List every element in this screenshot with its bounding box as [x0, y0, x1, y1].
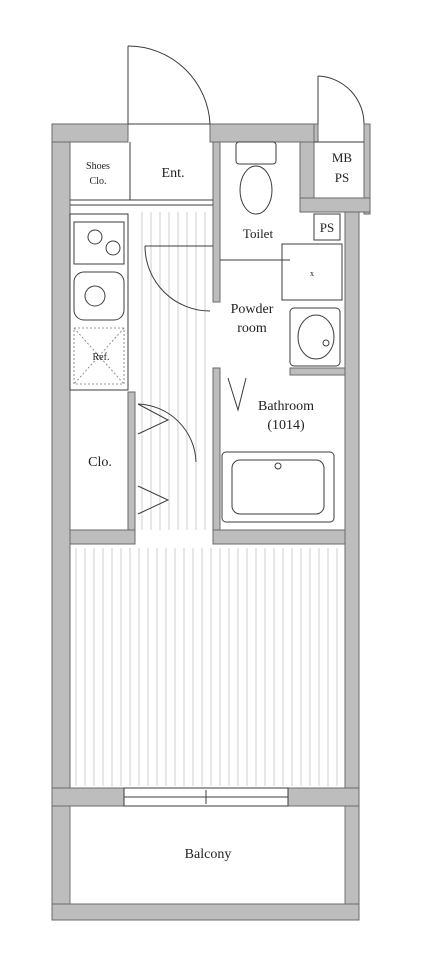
- burner-icon: [105, 240, 121, 256]
- toilet-fixture: [235, 141, 277, 215]
- sink-basin: [73, 271, 125, 321]
- sink-drain: [84, 285, 106, 307]
- pipe-space-label-2: PS: [320, 220, 334, 235]
- burner-icon: [87, 229, 103, 245]
- refrigerator-label: Ref.: [93, 352, 110, 363]
- svg-text:x: x: [310, 269, 314, 278]
- balcony-area: [69, 806, 346, 904]
- living-room-floor: [75, 548, 338, 786]
- closet-doors[interactable]: [137, 403, 197, 515]
- closet-label: Clo.: [88, 455, 112, 470]
- stove-top: [73, 221, 125, 265]
- bathtub: [221, 451, 335, 523]
- wash-basin: [289, 307, 341, 367]
- hall-door[interactable]: [144, 245, 213, 312]
- bathroom-door[interactable]: [227, 377, 247, 412]
- pipe-space-label-1: PS: [335, 170, 349, 185]
- entrance-area: [70, 142, 213, 206]
- entrance-label: Ent.: [162, 166, 185, 181]
- meter-box-label: MB: [332, 150, 353, 165]
- hallway-floor: [141, 212, 206, 530]
- refrigerator-space: [73, 327, 125, 385]
- toilet-label: Toilet: [243, 226, 274, 241]
- balcony-label: Balcony: [185, 847, 232, 862]
- kitchen-counter: [69, 213, 129, 391]
- pipe-space-box: [313, 213, 341, 241]
- powder-room-label-2: room: [237, 321, 267, 336]
- shoes-closet-label-2: Clo.: [90, 176, 107, 187]
- bathroom-label-2: (1014): [267, 418, 305, 433]
- entrance-door[interactable]: [127, 45, 211, 125]
- walls: [51, 123, 371, 921]
- powder-room-label-1: Powder: [231, 302, 274, 317]
- shoes-closet-label-1: Shoes: [86, 161, 110, 172]
- meter-box-door[interactable]: [317, 75, 365, 125]
- bathroom-label-1: Bathroom: [258, 399, 314, 414]
- window: [123, 787, 289, 807]
- washing-machine-space: x: [281, 243, 343, 301]
